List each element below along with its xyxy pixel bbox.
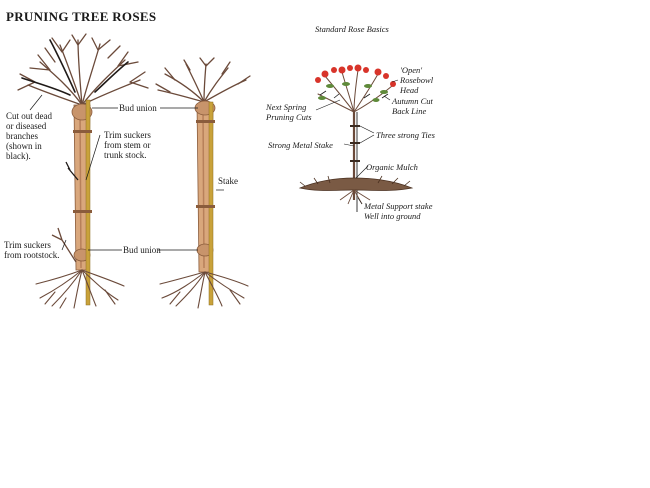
standard-rose-mulch	[298, 177, 414, 191]
left-diagram-title: PRUNING TREE ROSES	[6, 9, 157, 24]
label-bud-union-top: Bud union	[119, 103, 157, 113]
left-tree-rose	[17, 33, 149, 309]
label-trim-suckers-root: Trim suckers from rootstock.	[4, 240, 60, 260]
middle-tree-rose	[155, 57, 251, 309]
standard-rose-blooms	[315, 64, 396, 87]
label-trim-suckers-stem: Trim suckers from stem or trunk stock.	[104, 130, 151, 160]
label-cut-out-dead: Cut out dead or diseased branches (shown…	[6, 111, 52, 161]
label-bud-union-bottom: Bud union	[123, 245, 161, 255]
middle-stake	[208, 101, 214, 306]
label-three-strong-ties: Three strong Ties	[376, 130, 435, 140]
standard-rose-leaves	[318, 82, 388, 102]
right-leader-lines	[315, 79, 399, 205]
left-roots	[35, 269, 125, 309]
label-metal-support-stake: Metal Support stake Well into ground	[364, 201, 433, 221]
standard-rose	[298, 64, 414, 212]
right-diagram-title: Standard Rose Basics	[315, 24, 389, 34]
middle-crown-branches	[155, 57, 251, 103]
left-stake	[85, 99, 91, 306]
label-open-rosebowl-head: 'Open' Rosebowl Head	[400, 65, 434, 95]
label-stake: Stake	[218, 176, 238, 186]
label-strong-metal-stake: Strong Metal Stake	[268, 140, 333, 150]
left-leader-lines	[29, 94, 224, 251]
middle-roots	[159, 271, 249, 309]
left-dead-branches	[21, 39, 129, 96]
left-crown-branches	[17, 33, 149, 106]
label-organic-mulch: Organic Mulch	[366, 162, 418, 172]
label-autumn-cut-back-line: Autumn Cut Back Line	[392, 96, 433, 116]
label-next-spring-pruning-cuts: Next Spring Pruning Cuts	[266, 102, 312, 122]
